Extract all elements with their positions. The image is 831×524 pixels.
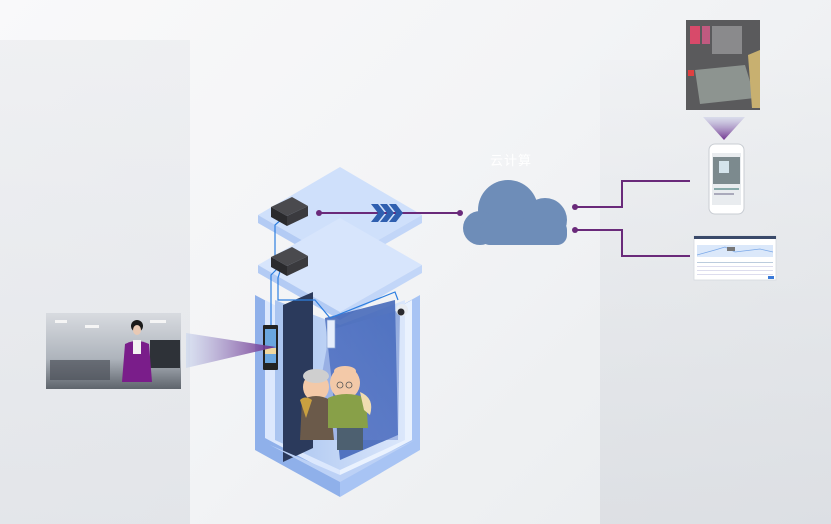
web-dashboard-icon[interactable] — [693, 235, 777, 281]
cloud-computing-label: 云计算 — [490, 154, 533, 169]
downlink-connectors — [575, 180, 690, 257]
virtual-anchor-video[interactable] — [46, 313, 181, 389]
cloud-icon[interactable] — [463, 180, 567, 245]
projection-beam — [186, 333, 276, 368]
elevator-camera-snapshot[interactable] — [686, 20, 760, 110]
elderly-couple-illustration — [300, 366, 372, 450]
down-arrow-icon — [703, 117, 745, 140]
background-building-left — [0, 40, 190, 524]
smartphone-icon[interactable] — [708, 143, 745, 215]
controller-box-icon[interactable] — [271, 247, 308, 276]
gateway-box-icon[interactable] — [271, 197, 308, 226]
chevron-arrows-icon — [371, 204, 403, 222]
background-building-right — [600, 60, 831, 524]
dome-camera-icon — [396, 304, 408, 316]
